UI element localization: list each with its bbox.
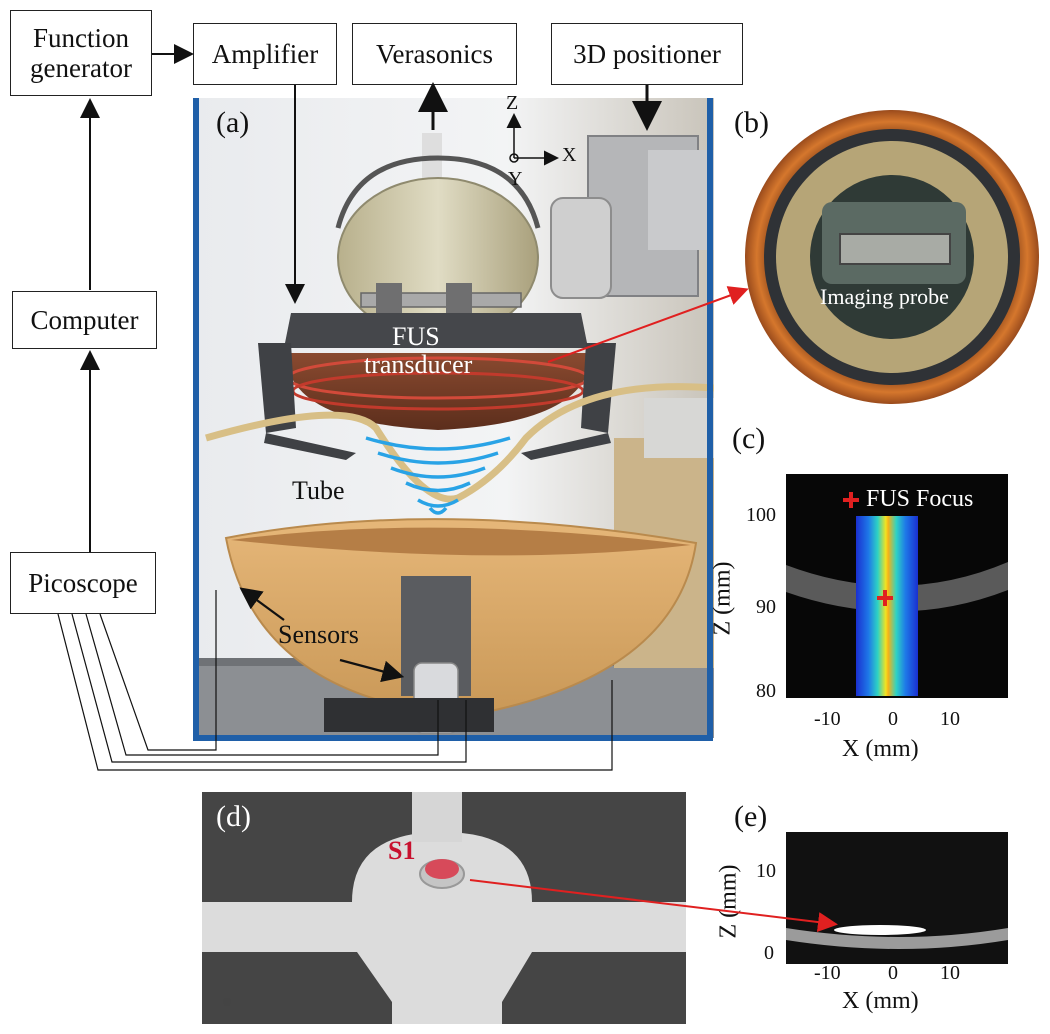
panel-e-ytick-0: 0 [764,942,774,964]
positioner-box: 3D positioner [551,23,743,85]
sensor-s1-label: S1 [388,836,416,865]
panel-c-xtick-minus10: -10 [814,708,841,730]
verasonics-box: Verasonics [352,23,517,85]
imaging-probe-label: Imaging probe [820,284,949,309]
panel-e-xtick-minus10: -10 [814,962,841,984]
panel-a-illustration [196,98,714,738]
picoscope-box: Picoscope [10,552,156,614]
amplifier-label: Amplifier [211,39,319,69]
panel-e-letter: (e) [734,800,768,833]
panel-e-ylabel: Z (mm) [715,864,742,939]
panel-c-ytick-100: 100 [746,504,776,526]
verasonics-label: Verasonics [376,39,493,69]
function-generator-box: Function generator [10,10,152,96]
axis-y-label: Y [508,168,523,190]
panel-d-illustration [202,792,686,1024]
panel-d-letter: (d) [216,800,251,833]
panel-c-ylabel: Z (mm) [709,561,736,636]
panel-e-ytick-10: 10 [756,860,776,882]
picoscope-label: Picoscope [28,568,138,598]
positioner-label: 3D positioner [573,39,721,69]
panel-c-xtick-0: 0 [888,708,898,730]
panel-e-xtick-0: 0 [888,962,898,984]
panel-c-xtick-10: 10 [940,708,960,730]
panel-b-letter: (b) [734,106,769,139]
panel-e-xlabel: X (mm) [842,988,919,1014]
panel-d-photo [202,792,686,1024]
fus-transducer-label-2: transducer [364,350,473,379]
amplifier-box: Amplifier [193,23,337,85]
panel-c-ytick-80: 80 [756,680,776,702]
panel-a-photo [196,98,714,738]
panel-c-xlabel: X (mm) [842,736,919,762]
panel-e-xtick-10: 10 [940,962,960,984]
function-generator-label: Function generator [30,23,132,83]
sensors-label: Sensors [278,620,359,649]
panel-c-letter: (c) [732,422,766,455]
computer-box: Computer [12,291,157,349]
fus-focus-legend: FUS Focus [866,486,974,512]
panel-c-ytick-90: 90 [756,596,776,618]
tube-label: Tube [292,476,345,505]
computer-label: Computer [30,305,139,335]
axis-x-label: X [562,144,577,166]
panel-a-letter: (a) [216,106,250,139]
fus-transducer-label-1: FUS [392,322,440,351]
axis-z-label: Z [506,92,519,114]
